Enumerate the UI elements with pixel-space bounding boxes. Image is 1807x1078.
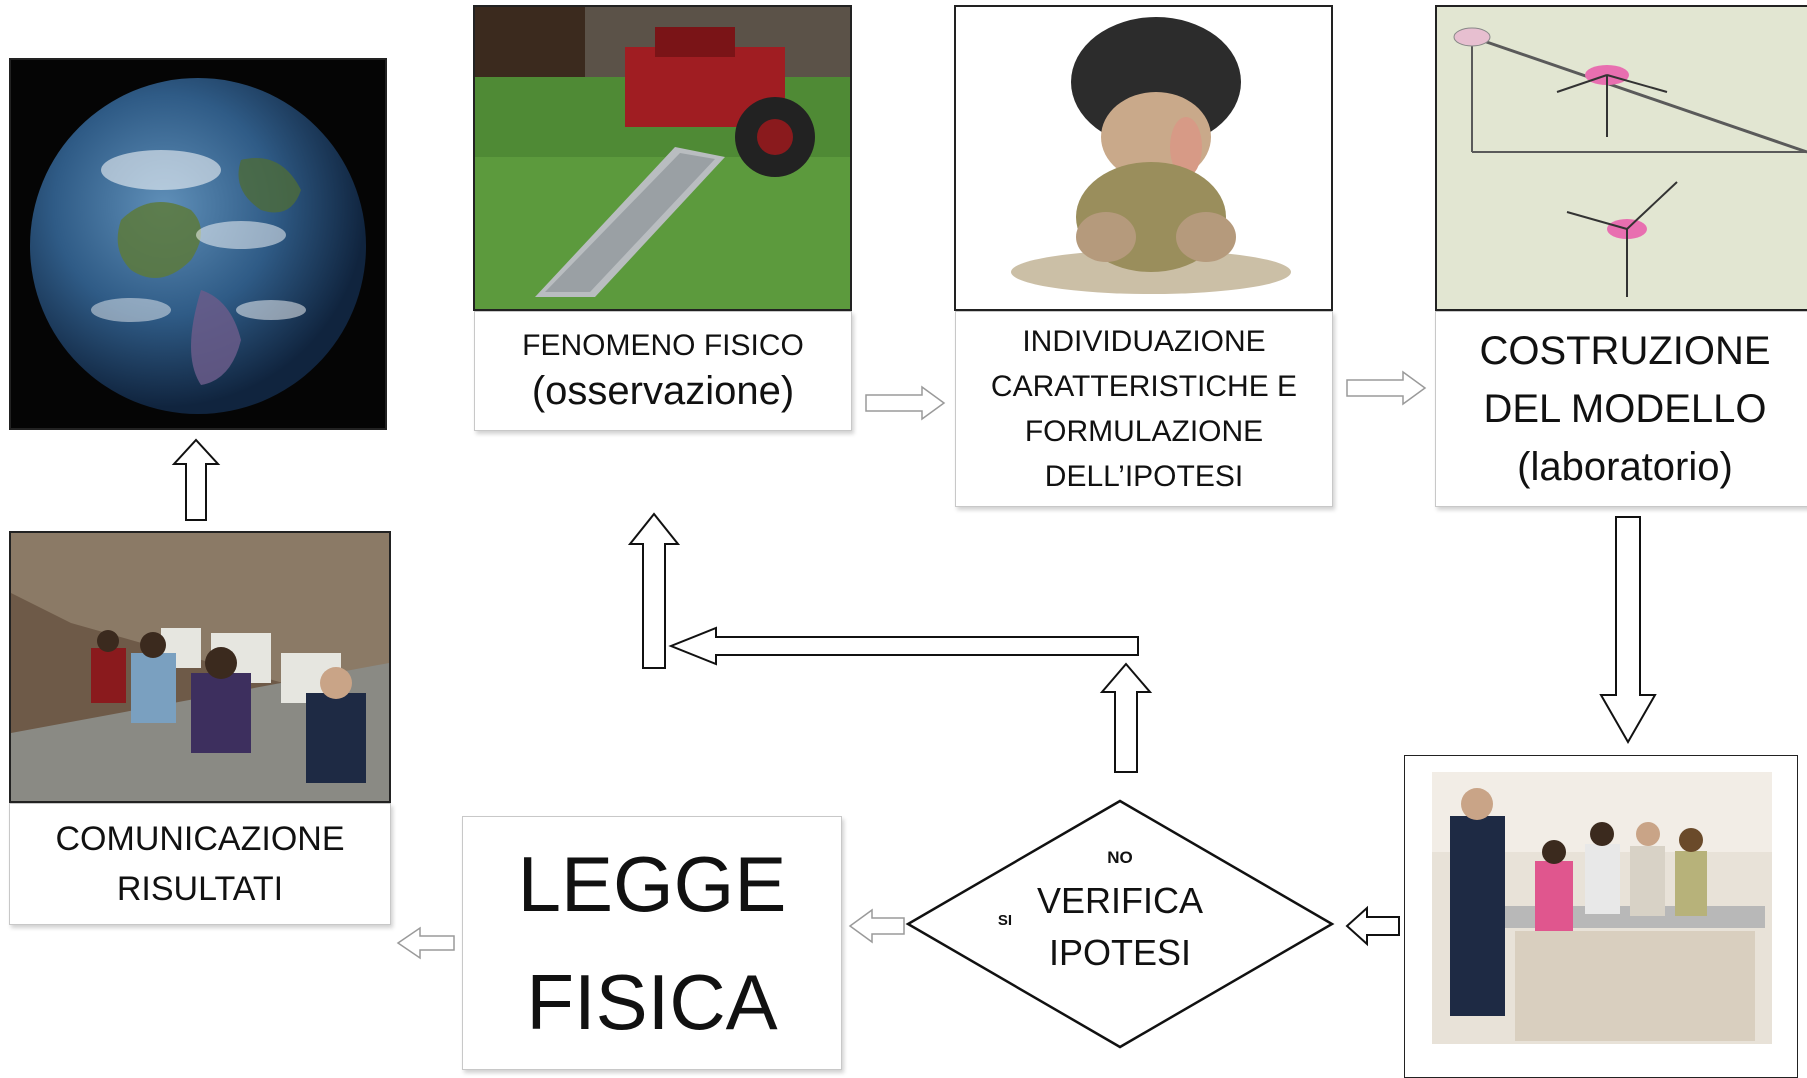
students-lab-image	[1404, 755, 1798, 1078]
modello-label-box: COSTRUZIONE DEL MODELLO (laboratorio)	[1435, 311, 1807, 507]
arrow-return-up-to-fenomeno	[627, 512, 681, 669]
legge-fisica-box: LEGGE FISICA	[462, 816, 842, 1070]
verifica-line-2: IPOTESI	[1048, 932, 1192, 973]
troll-image	[954, 5, 1333, 311]
forces-image	[1435, 5, 1807, 311]
arrow-fenomeno-to-ipotesi	[865, 385, 946, 421]
verifica-no-label: NO	[1107, 848, 1133, 867]
fenomeno-subtitle: (osservazione)	[531, 369, 795, 413]
arrow-verifica-to-legge	[848, 908, 905, 944]
verifica-diamond	[905, 799, 1335, 1049]
computer-room-image	[9, 531, 391, 803]
arrow-ipotesi-to-modello	[1346, 370, 1427, 406]
comunicazione-label-box: COMUNICAZIONE RISULTATI	[9, 803, 391, 925]
modello-line-3: (laboratorio)	[1517, 445, 1733, 489]
legge-line-2: FISICA	[526, 958, 778, 1046]
verifica-line-1: VERIFICA	[1036, 880, 1204, 921]
arrow-legge-to-comunicazione	[396, 926, 455, 960]
fenomeno-label-box: FENOMENO FISICO (osservazione)	[474, 311, 852, 431]
arrow-return-left	[668, 626, 1139, 666]
modello-line-1: COSTRUZIONE	[1479, 329, 1771, 373]
arrow-modello-to-lab	[1599, 516, 1657, 745]
fenomeno-title: FENOMENO FISICO	[522, 329, 804, 362]
ipotesi-label-box: INDIVIDUAZIONE CARATTERISTICHE E FORMULA…	[955, 311, 1333, 507]
ipotesi-line-4: DELL’IPOTESI	[1044, 460, 1244, 493]
arrow-verifica-no-up	[1099, 662, 1153, 773]
ipotesi-line-1: INDIVIDUAZIONE	[1022, 325, 1266, 358]
tractor-image	[473, 5, 852, 311]
arrow-lab-to-verifica	[1345, 905, 1400, 947]
ipotesi-line-2: CARATTERISTICHE E	[990, 370, 1298, 403]
modello-line-2: DEL MODELLO	[1483, 387, 1767, 431]
comunicazione-line-1: COMUNICAZIONE	[55, 820, 345, 858]
legge-line-1: LEGGE	[517, 840, 787, 928]
ipotesi-line-3: FORMULAZIONE	[1024, 415, 1264, 448]
verifica-si-label: SI	[997, 912, 1013, 929]
arrow-comunicazione-to-earth	[171, 438, 221, 521]
comunicazione-line-2: RISULTATI	[116, 870, 284, 908]
earth-image	[9, 58, 387, 430]
